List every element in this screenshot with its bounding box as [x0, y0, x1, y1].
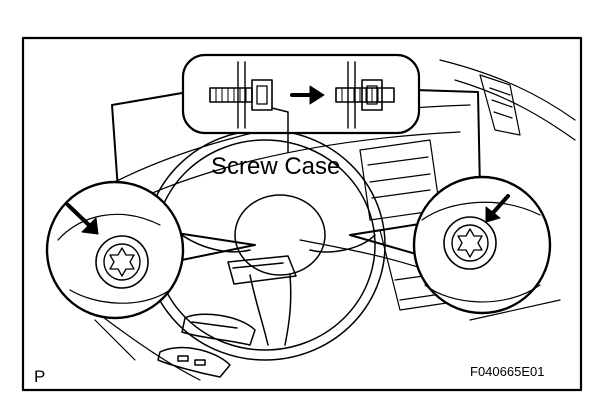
torx-screw-icon	[109, 247, 135, 277]
corner-mark: P	[34, 367, 46, 386]
figure-code: F040665E01	[470, 364, 545, 379]
right-screw-detail	[349, 175, 552, 315]
screw-before	[209, 87, 253, 103]
arrow-right-icon	[309, 85, 325, 105]
torx-screw-icon	[457, 228, 483, 258]
screw-case-label: Screw Case	[211, 153, 341, 180]
screw-case-callout	[111, 53, 481, 191]
arrow-down-left-icon	[485, 206, 501, 223]
left-screw-detail	[45, 180, 256, 320]
figure-frame	[21, 36, 583, 392]
screw-after	[335, 87, 395, 103]
arrow-down-right-icon	[81, 217, 99, 235]
column-cover-parts	[157, 255, 297, 378]
